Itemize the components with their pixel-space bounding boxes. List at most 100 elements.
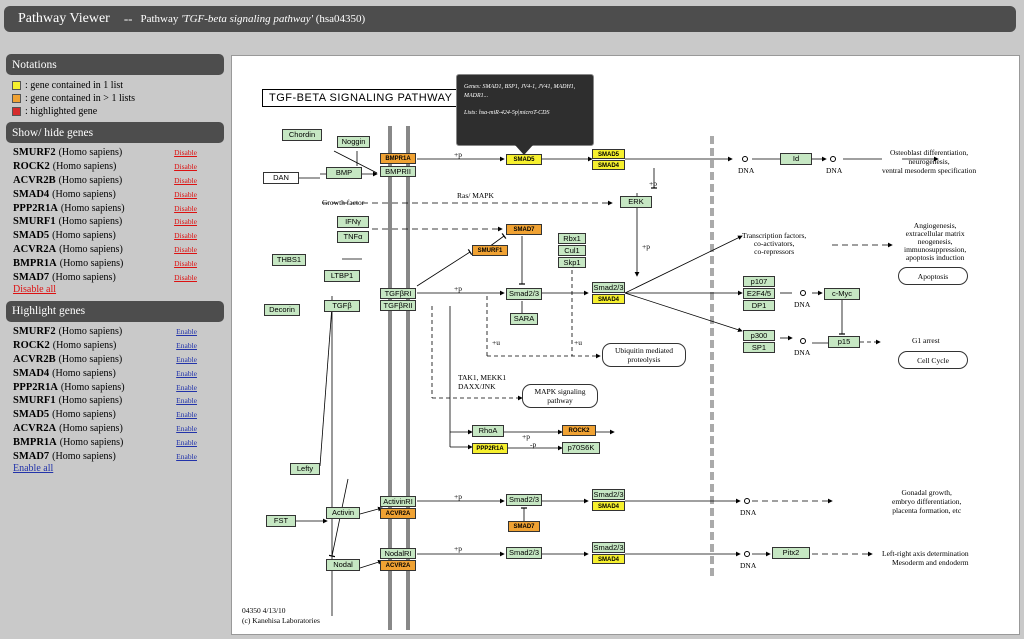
gene-symbol: ACVR2B <box>13 174 56 186</box>
gene-rock2[interactable]: ROCK2 <box>562 425 596 436</box>
gene-p15[interactable]: p15 <box>828 336 860 348</box>
enable-gene-link[interactable]: Enable <box>176 423 197 433</box>
gene-rbx1[interactable]: Rbx1 <box>558 233 586 244</box>
enable-gene-link[interactable]: Enable <box>176 382 197 392</box>
gene-symbol: SMAD7 <box>13 450 50 462</box>
gene-bmpr1a[interactable]: BMPR1A <box>380 153 416 164</box>
enable-gene-link[interactable]: Enable <box>176 354 197 364</box>
gene-noggin[interactable]: Noggin <box>337 136 370 148</box>
gene-activin[interactable]: Activin <box>326 507 360 519</box>
gene-smad2-3-nodal[interactable]: Smad2/3 <box>506 547 542 559</box>
disable-gene-link[interactable]: Disable <box>174 189 197 199</box>
gene-smad4-complex[interactable]: SMAD4 <box>592 160 625 170</box>
legend-item: : highlighted gene <box>12 105 218 118</box>
gene-p70s6k[interactable]: p70S6K <box>562 442 600 454</box>
gene-pitx2[interactable]: Pitx2 <box>772 547 810 559</box>
edge-label-phosphorylation: +p <box>454 544 462 553</box>
gene-nodal[interactable]: Nodal <box>326 559 360 571</box>
gene-fst[interactable]: FST <box>266 515 296 527</box>
angiogenesis-outcome-label: Angiogenesis, extracellular matrix neoge… <box>904 221 967 262</box>
gene-dp1[interactable]: DP1 <box>743 300 775 311</box>
gene-tgfb[interactable]: TGFβ <box>324 300 360 312</box>
enable-gene-link[interactable]: Enable <box>176 437 197 447</box>
gene-smad5[interactable]: SMAD5 <box>506 154 542 165</box>
gene-symbol: ROCK2 <box>13 340 50 352</box>
gene-bmprii[interactable]: BMPRII <box>380 166 416 177</box>
gene-ltbp1[interactable]: LTBP1 <box>324 270 360 282</box>
gene-smurf1[interactable]: SMURF1 <box>472 245 508 256</box>
disable-gene-link[interactable]: Disable <box>174 148 197 158</box>
gene-lefty[interactable]: Lefty <box>290 463 320 475</box>
gene-e2f4-5[interactable]: E2F4/5 <box>743 288 775 299</box>
mapk-pathway-link[interactable]: MAPK signaling pathway <box>522 384 598 408</box>
gene-tgfbri[interactable]: TGFβRI <box>380 288 416 299</box>
ubiquitin-pathway-link[interactable]: Ubiquitin mediated proteolysis <box>602 343 686 367</box>
disable-gene-link[interactable]: Disable <box>174 258 197 268</box>
gene-row: SMURF2(Homo sapiens)Enable <box>13 325 217 339</box>
pathway-name: 'TGF-beta signaling pathway' <box>181 13 313 25</box>
enable-gene-link[interactable]: Enable <box>176 396 197 406</box>
gene-smad2-3-complex[interactable]: Smad2/3 <box>592 282 625 293</box>
gene-row: ROCK2(Homo sapiens) Enable <box>13 339 217 353</box>
gene-chordin[interactable]: Chordin <box>282 129 322 141</box>
disable-gene-link[interactable]: Disable <box>174 244 197 254</box>
gene-erk[interactable]: ERK <box>620 196 652 208</box>
gene-dan[interactable]: DAN <box>263 172 299 184</box>
gene-decorin[interactable]: Decorin <box>264 304 300 316</box>
edge-label-ubiquitination: +u <box>492 338 500 347</box>
disable-gene-link[interactable]: Disable <box>174 217 197 227</box>
disable-gene-link[interactable]: Disable <box>174 162 197 172</box>
gene-skp1[interactable]: Skp1 <box>558 257 586 268</box>
enable-gene-link[interactable]: Enable <box>176 341 197 351</box>
gene-smad4-complex-2[interactable]: SMAD4 <box>592 294 625 304</box>
disable-gene-link[interactable]: Disable <box>174 231 197 241</box>
gene-activinri[interactable]: ActivinRI <box>380 496 416 507</box>
disable-gene-link[interactable]: Disable <box>174 175 197 185</box>
edge-label-dephosphorylation: -p <box>530 440 537 449</box>
gene-smad5-complex[interactable]: SMAD5 <box>592 149 625 159</box>
disable-all-link[interactable]: Disable all <box>13 283 57 295</box>
gene-smad7[interactable]: SMAD7 <box>506 224 542 235</box>
gene-species: (Homo sapiens) <box>60 202 125 214</box>
gene-ppp2r1a[interactable]: PPP2R1A <box>472 443 508 454</box>
gene-smad2-3[interactable]: Smad2/3 <box>506 288 542 300</box>
gene-p107[interactable]: p107 <box>743 276 775 287</box>
gene-rhoa[interactable]: RhoA <box>472 425 504 437</box>
gene-ifng[interactable]: IFNγ <box>337 216 369 228</box>
gene-row: ACVR2B(Homo sapiens)Enable <box>13 353 217 367</box>
gene-bmp[interactable]: BMP <box>326 167 362 179</box>
gene-cul1[interactable]: Cul1 <box>558 245 586 256</box>
notations-legend: : gene contained in 1 list: gene contain… <box>6 75 224 122</box>
disable-gene-link[interactable]: Disable <box>174 203 197 213</box>
gene-symbol: SMAD7 <box>13 271 50 283</box>
pathway-footer-copyright: (c) Kanehisa Laboratories <box>242 616 320 625</box>
gene-smad2-3-activin[interactable]: Smad2/3 <box>506 494 542 506</box>
enable-gene-link[interactable]: Enable <box>176 327 197 337</box>
gene-thbs1[interactable]: THBS1 <box>272 254 306 266</box>
enable-all-link[interactable]: Enable all <box>13 462 54 474</box>
gene-c-myc[interactable]: c-Myc <box>824 288 860 300</box>
dna-label: DNA <box>826 166 843 175</box>
gene-p300[interactable]: p300 <box>743 330 775 341</box>
gene-smad4-activin-complex[interactable]: SMAD4 <box>592 501 625 511</box>
disable-gene-link[interactable]: Disable <box>174 272 197 282</box>
enable-gene-link[interactable]: Enable <box>176 368 197 378</box>
gene-acvr2a[interactable]: ACVR2A <box>380 508 416 519</box>
gene-smad2-3-activin-complex[interactable]: Smad2/3 <box>592 489 625 500</box>
enable-gene-link[interactable]: Enable <box>176 451 197 461</box>
gene-tgfbrii[interactable]: TGFβRII <box>380 300 416 311</box>
gene-id[interactable]: Id <box>780 153 812 165</box>
gene-smad7-activin[interactable]: SMAD7 <box>508 521 540 532</box>
gene-acvr2a-nodal[interactable]: ACVR2A <box>380 560 416 571</box>
gene-species: (Homo sapiens) <box>52 340 117 352</box>
gene-nodalri[interactable]: NodalRI <box>380 548 416 559</box>
gene-smad4-nodal-complex[interactable]: SMAD4 <box>592 554 625 564</box>
cell-cycle-pathway-link[interactable]: Cell Cycle <box>898 351 968 369</box>
gene-smad2-3-nodal-complex[interactable]: Smad2/3 <box>592 542 625 553</box>
enable-gene-link[interactable]: Enable <box>176 410 197 420</box>
gene-sara[interactable]: SARA <box>510 313 538 325</box>
gene-symbol: SMURF2 <box>13 326 56 338</box>
gene-tnfa[interactable]: TNFα <box>337 231 369 243</box>
apoptosis-pathway-link[interactable]: Apoptosis <box>898 267 968 285</box>
gene-sp1[interactable]: SP1 <box>743 342 775 353</box>
